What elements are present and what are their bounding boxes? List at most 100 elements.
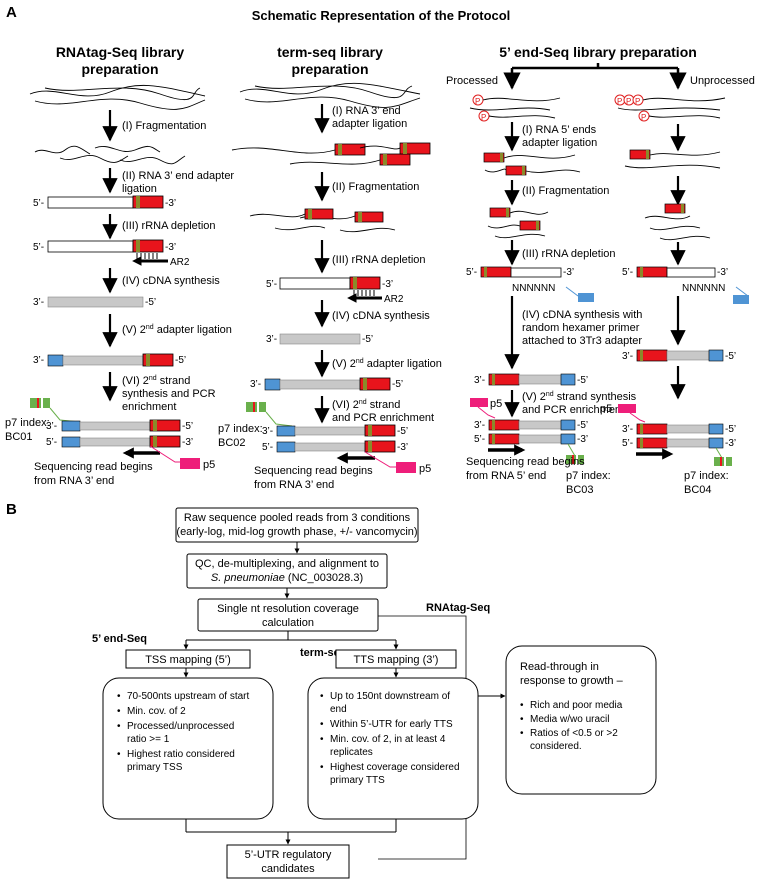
- svg-text:5’-: 5’-: [262, 442, 273, 453]
- rnatag-step6-1: (VI) 2nd strand: [122, 375, 190, 387]
- svg-text:5’-: 5’-: [622, 267, 633, 278]
- svg-text:-3’: -3’: [165, 198, 176, 209]
- svg-text:(early-log, mid-log growth pha: (early-log, mid-log growth phase, +/- va…: [176, 526, 417, 538]
- readthrough-title-2: response to growth –: [520, 675, 624, 687]
- svg-text:5’-: 5’-: [33, 198, 44, 209]
- svg-text:-3’: -3’: [577, 434, 588, 445]
- svg-text:Processed/unprocessed: Processed/unprocessed: [127, 721, 234, 732]
- svg-text:end: end: [330, 704, 347, 715]
- rnatag-step2-1: (II) RNA 3’ end adapter: [122, 170, 234, 182]
- rnatag-title-1: RNAtag-Seq library: [56, 44, 185, 60]
- panel-a-title: Schematic Representation of the Protocol: [252, 8, 511, 23]
- svg-text:-5’: -5’: [392, 379, 403, 390]
- read-begins-2: from RNA 3’ end: [34, 475, 114, 487]
- rna-strands: [239, 82, 421, 108]
- termseq-title-2: preparation: [291, 61, 368, 77]
- fiveend-step4-1: (IV) cDNA synthesis with: [522, 309, 642, 321]
- termseq-step6-2: and PCR enrichment: [332, 412, 434, 424]
- processed-label: Processed: [446, 75, 498, 87]
- svg-text:70-500nts upstream of start: 70-500nts upstream of start: [127, 691, 250, 702]
- svg-text:-3’: -3’: [563, 267, 574, 278]
- label-5end-seq: 5’ end-Seq: [92, 633, 147, 645]
- svg-text:3’-: 3’-: [266, 334, 277, 345]
- p7-code: BC03: [566, 484, 594, 496]
- p5-tag: p5: [364, 451, 431, 475]
- svg-text:5’-: 5’-: [622, 438, 633, 449]
- svg-text:-5’: -5’: [175, 355, 186, 366]
- unprocessed-fragments: [644, 203, 711, 241]
- svg-text:Ratios of <0.5 or >2: Ratios of <0.5 or >2: [530, 728, 618, 739]
- svg-text:-3’: -3’: [725, 438, 736, 449]
- processed-ligated: [483, 152, 581, 176]
- svg-text:•: •: [320, 691, 324, 702]
- svg-text:replicates: replicates: [330, 747, 373, 758]
- svg-text:considered.: considered.: [530, 741, 582, 752]
- svg-text:3’-: 3’-: [46, 421, 57, 432]
- svg-text:3’-: 3’-: [622, 424, 633, 435]
- svg-text:Single nt resolution coverage: Single nt resolution coverage: [217, 603, 359, 615]
- rnatag-step4: (IV) cDNA synthesis: [122, 275, 220, 287]
- svg-text:P: P: [481, 113, 486, 122]
- svg-text:-3’: -3’: [165, 242, 176, 253]
- svg-text:QC, de-multiplexing, and align: QC, de-multiplexing, and alignment to: [195, 558, 379, 570]
- cdna-strand: 3’- -5’: [266, 333, 373, 345]
- svg-text:•: •: [117, 721, 121, 732]
- svg-text:Highest coverage considered: Highest coverage considered: [330, 762, 460, 773]
- fiveend-step1-2: adapter ligation: [522, 137, 597, 149]
- svg-text:3’-: 3’-: [33, 355, 44, 366]
- final-strands: 3’- -5’ 5’- -3’: [46, 419, 193, 459]
- svg-text:3’-: 3’-: [262, 426, 273, 437]
- read-begins-2: from RNA 3’ end: [254, 479, 334, 491]
- read-begins-1: Sequencing read begins: [466, 456, 585, 468]
- fragmented-rna: [249, 208, 396, 233]
- p7-label: p7 index:: [218, 423, 263, 435]
- panel-a-letter: A: [6, 4, 17, 21]
- p7-label: p7 index:: [566, 470, 611, 482]
- svg-text:TSS mapping (5’): TSS mapping (5’): [145, 654, 231, 666]
- svg-text:•: •: [520, 728, 524, 739]
- svg-text:-3’: -3’: [182, 437, 193, 448]
- processed-rna: P P: [469, 94, 561, 122]
- svg-text:Min. cov. of 2, in at least 4: Min. cov. of 2, in at least 4: [330, 734, 446, 745]
- rnatag-step6-3: enrichment: [122, 401, 176, 413]
- readthrough-list: • Rich and poor media • Media w/wo uraci…: [520, 700, 623, 752]
- svg-text:3’-: 3’-: [622, 351, 633, 362]
- tts-criteria-list: • Up to 150nt downstream of end • Within…: [320, 691, 460, 786]
- fiveend-title: 5’ end-Seq library preparation: [499, 44, 697, 60]
- svg-text:-5’: -5’: [725, 351, 736, 362]
- termseq-column: term-seq library preparation (I) RNA 3’ …: [218, 44, 442, 491]
- box-tss-criteria: [102, 677, 274, 820]
- svg-text:Highest ratio considered: Highest ratio considered: [127, 749, 235, 760]
- svg-text:3’-: 3’-: [250, 379, 261, 390]
- fiveend-step1-1: (I) RNA 5’ ends: [522, 124, 597, 136]
- svg-text:p5: p5: [600, 403, 612, 415]
- svg-text:Media w/wo uracil: Media w/wo uracil: [530, 714, 609, 725]
- svg-text:p5: p5: [490, 398, 502, 410]
- svg-text:-3’: -3’: [717, 267, 728, 278]
- p7-index-tag: p7 index: BC01: [5, 398, 81, 443]
- box-tss-mapping: [125, 649, 251, 669]
- rnatag-step2-2: ligation: [122, 183, 157, 195]
- svg-text:S. pneumoniae (NC_003028.3): S. pneumoniae (NC_003028.3): [211, 572, 363, 584]
- svg-text:Up to 150nt downstream of: Up to 150nt downstream of: [330, 691, 450, 702]
- svg-text:5’-UTR regulatory: 5’-UTR regulatory: [245, 849, 332, 861]
- rna-with-ar2: 5’- -3’ AR2: [266, 276, 404, 305]
- svg-text:-5’: -5’: [182, 421, 193, 432]
- fiveend-step2: (II) Fragmentation: [522, 185, 609, 197]
- svg-text:candidates: candidates: [261, 863, 315, 875]
- box-utr-candidates: [226, 844, 350, 879]
- svg-text:P: P: [626, 97, 631, 106]
- read-begins-2: from RNA 5’ end: [466, 470, 546, 482]
- rna-with-3-adapter: 5’- -3’: [33, 195, 176, 209]
- flowchart: Raw sequence pooled reads from 3 conditi…: [92, 507, 657, 879]
- read-begins-1: Sequencing read begins: [34, 461, 153, 473]
- svg-text:P: P: [635, 97, 640, 106]
- svg-text:5’-: 5’-: [33, 242, 44, 253]
- processed-final: p5 3’- -5’ 5’- -3’ Sequencing read begin…: [466, 398, 611, 496]
- svg-text:p5: p5: [203, 459, 215, 471]
- readthrough-title-1: Read-through in: [520, 661, 599, 673]
- svg-text:5’-: 5’-: [474, 434, 485, 445]
- svg-text:P: P: [475, 97, 480, 106]
- termseq-step3: (III) rRNA depletion: [332, 254, 426, 266]
